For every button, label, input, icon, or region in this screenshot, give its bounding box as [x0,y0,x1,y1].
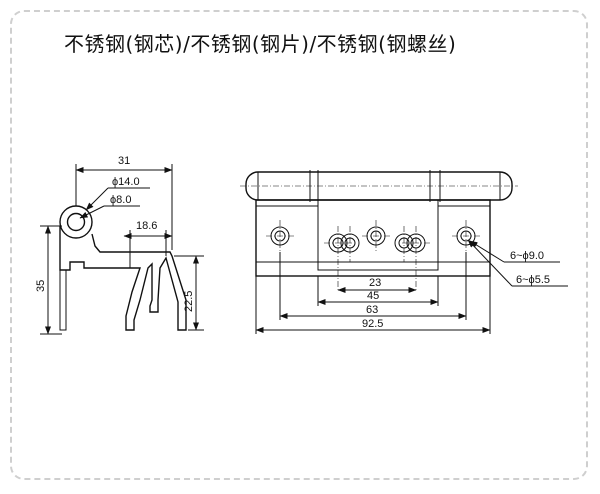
hole-left [266,220,294,252]
dim-31-label: 31 [118,155,130,167]
hole-inner-2 [340,226,360,262]
hole-center [362,220,390,252]
dim-23-label: 23 [369,277,381,289]
dashed-frame [10,10,588,480]
knuckle-inner [66,212,86,232]
side-view: 31 ϕ14.0 ϕ8.0 18.6 35 22.5 [35,155,204,335]
dim-inner-dia-label: ϕ8.0 [110,194,131,206]
dim-outer-dia-label: ϕ14.0 [112,176,140,188]
dim-height-label: 35 [35,280,47,292]
hole-inner-3 [394,226,414,262]
dim-925-label: 92.5 [362,318,383,330]
hole-right [452,220,480,252]
side-lower-leaf [59,270,67,331]
page-title: 不锈钢(钢芯)/不锈钢(钢片)/不锈钢(钢螺丝) [64,32,457,56]
knuckle-outer [59,205,93,239]
dim-leaf-label: 18.6 [136,220,157,232]
hole-inner-1 [324,226,352,290]
hole-large-callout: 6~ϕ9.0 [510,250,544,262]
front-view: 6~ϕ9.0 6~ϕ5.5 23 45 63 92.5 [240,170,568,334]
hole-small-callout: 6~ϕ5.5 [516,274,550,286]
dim-45-label: 45 [367,290,379,302]
dim-leaf-height-label: 22.5 [183,291,195,312]
dim-63-label: 63 [366,304,378,316]
side-profile [59,226,187,331]
hinge-leaf-outer [255,199,491,277]
hole-inner-4 [402,226,430,290]
